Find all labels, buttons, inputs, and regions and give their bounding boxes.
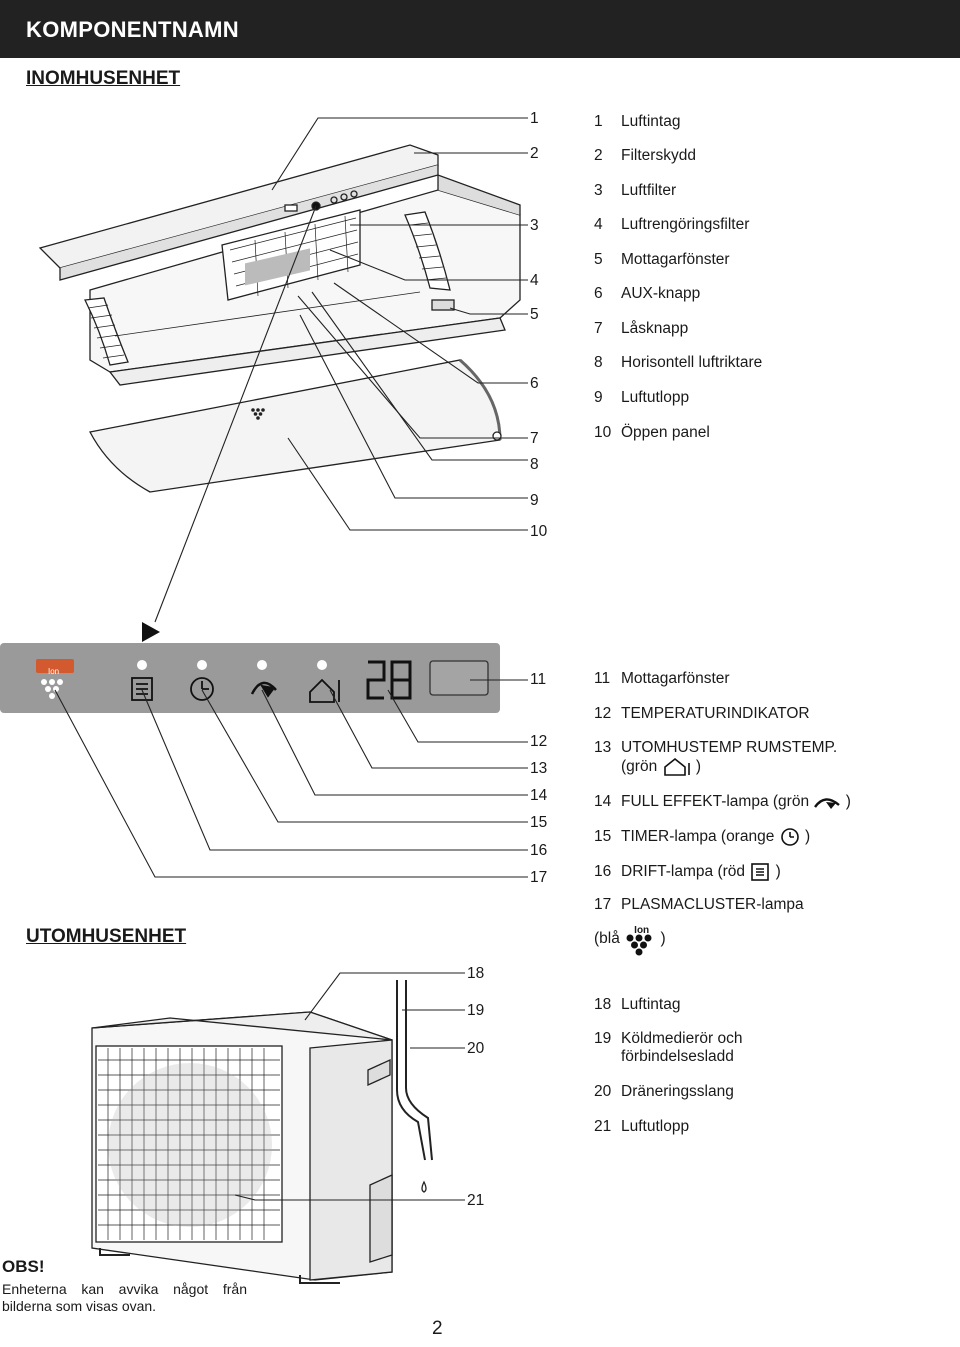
- callout-21: 21: [467, 1192, 485, 1209]
- callout-12: 12: [530, 733, 548, 750]
- callout-2: 2: [530, 145, 539, 162]
- display-leader-lines: [54, 679, 528, 878]
- callout-20: 20: [467, 1040, 485, 1057]
- legend-item-continuation: (blå Ion ): [594, 922, 666, 956]
- callout-1: 1: [530, 110, 539, 127]
- title-bar: [0, 0, 960, 58]
- callout-6: 6: [530, 375, 539, 392]
- callout-4: 4: [530, 272, 539, 289]
- pointer-arrow: [142, 622, 160, 642]
- callout-19: 19: [467, 1002, 485, 1019]
- house-thermometer-icon: [663, 757, 690, 776]
- callout-11: 11: [530, 671, 547, 688]
- callout-14: 14: [530, 787, 548, 804]
- outdoor-unit-illustration: [91, 980, 433, 1284]
- callout-8: 8: [530, 456, 539, 473]
- panel-ion-label: Ion: [48, 667, 60, 676]
- display-panel-illustration: [0, 643, 500, 713]
- plasmacluster-ion-icon: Ion: [624, 922, 656, 956]
- outdoor-unit-heading: UTOMHUSENHET: [26, 926, 187, 947]
- callout-16: 16: [530, 842, 548, 859]
- callout-9: 9: [530, 492, 539, 509]
- callout-13: 13: [530, 760, 548, 777]
- indoor-leader-lines: [154, 117, 528, 623]
- page-number: 2: [432, 1318, 443, 1339]
- callout-17: 17: [530, 869, 548, 886]
- full-power-icon: [814, 798, 841, 809]
- timer-icon: [780, 828, 799, 846]
- callout-7: 7: [530, 430, 539, 447]
- page-title: KOMPONENTNAMN: [26, 17, 239, 42]
- callout-5: 5: [530, 306, 539, 323]
- indoor-unit-heading: INOMHUSENHET: [26, 68, 181, 89]
- callout-3: 3: [530, 217, 539, 234]
- note-title: OBS!: [2, 1257, 45, 1276]
- note-text: Enheterna kan avvika något från bilderna…: [2, 1281, 247, 1314]
- operation-icon: [751, 863, 770, 881]
- callout-10: 10: [530, 523, 548, 540]
- callout-18: 18: [467, 965, 485, 982]
- outdoor-leader-lines: [234, 972, 465, 1201]
- callout-15: 15: [530, 814, 548, 831]
- indoor-unit-illustration: [38, 144, 521, 493]
